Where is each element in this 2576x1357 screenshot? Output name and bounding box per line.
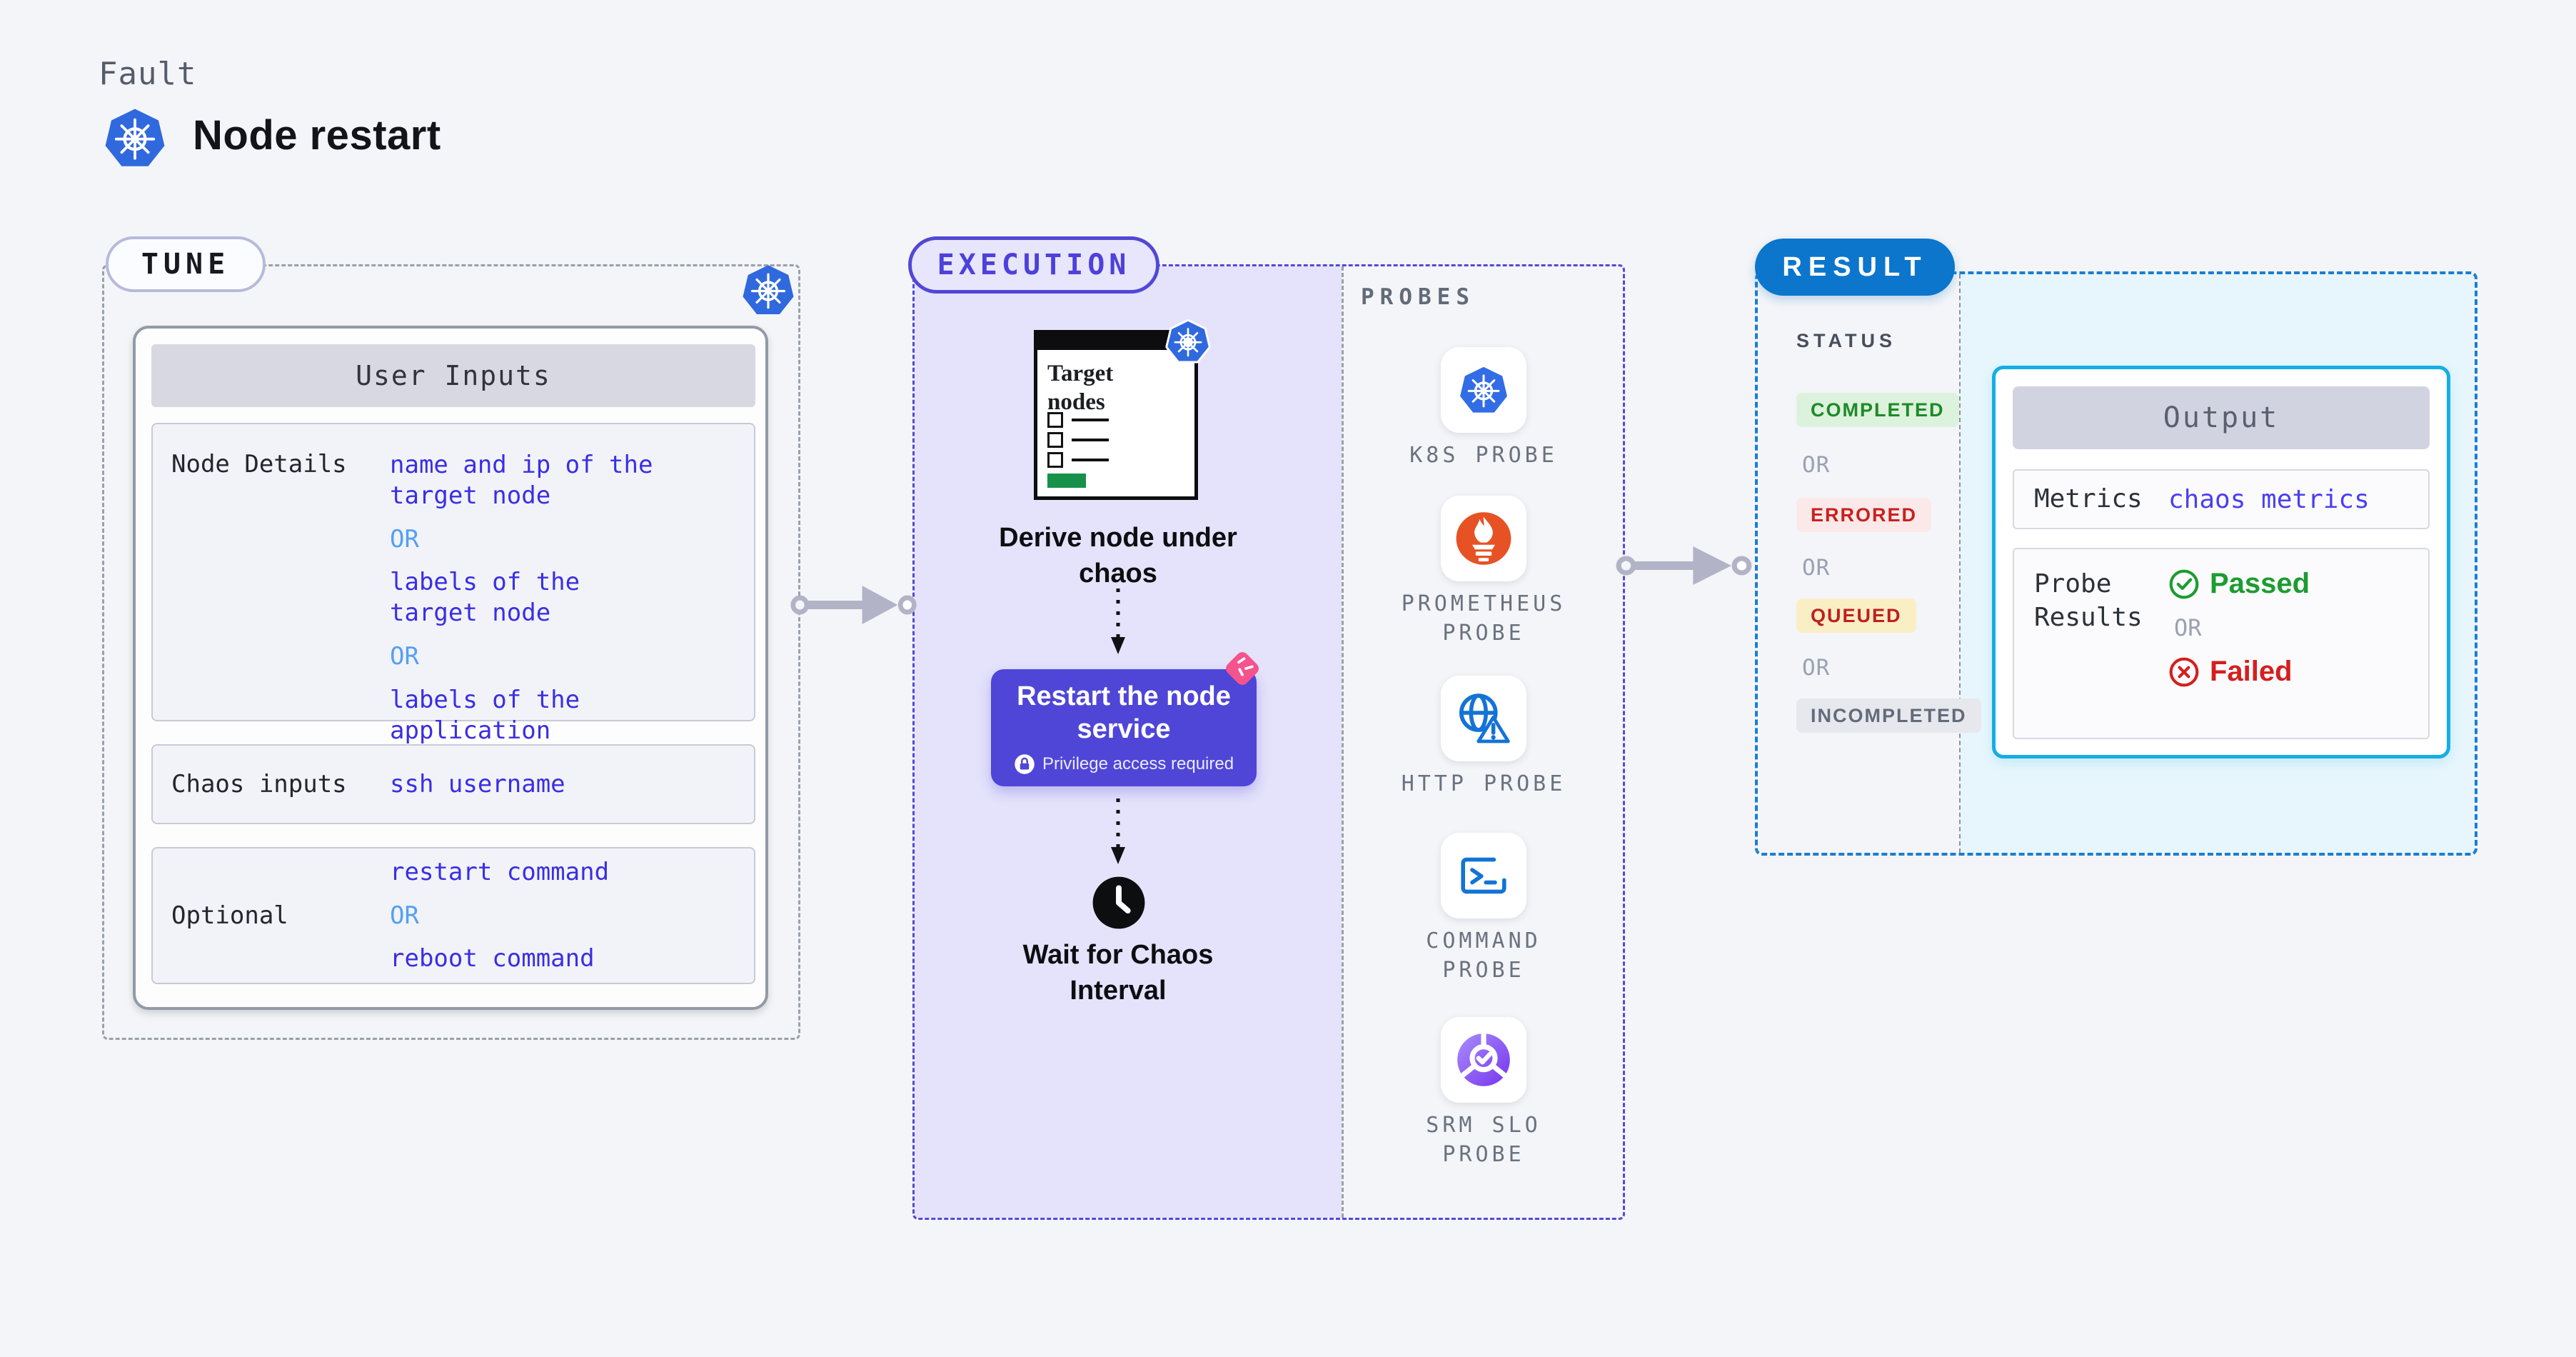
or-separator: OR xyxy=(390,524,419,554)
privilege-note: Privilege access required xyxy=(1042,753,1234,773)
page-title: Node restart xyxy=(193,112,441,159)
row-label: Node Details xyxy=(171,450,347,479)
check-circle-icon xyxy=(2168,569,2200,600)
execution-pill: EXECUTION xyxy=(908,236,1159,294)
command-probe-card xyxy=(1441,833,1526,918)
fault-eyebrow: Fault xyxy=(99,56,197,92)
srm-slo-probe-card xyxy=(1441,1017,1526,1103)
execution-section xyxy=(912,264,1625,1220)
chaos-metrics-link: chaos metrics xyxy=(2168,484,2370,514)
probe-label: COMMAND PROBE xyxy=(1426,928,1541,983)
execution-to-result-arrow xyxy=(1615,541,1755,591)
list-line xyxy=(1072,439,1109,441)
or-separator: OR xyxy=(2174,614,2202,641)
or-separator: OR xyxy=(390,901,419,930)
metrics-row: Metrics chaos metrics xyxy=(2013,469,2430,529)
status-output-divider xyxy=(1959,274,1961,853)
terminal-icon xyxy=(1455,847,1512,904)
probe-label: K8S PROBE xyxy=(1409,443,1558,468)
kubernetes-icon xyxy=(1456,362,1511,418)
probes-divider xyxy=(1342,266,1344,1218)
probe-label: PROMETHEUS PROBE xyxy=(1401,591,1566,646)
target-nodes-title: Target nodes xyxy=(1047,361,1114,416)
prometheus-icon xyxy=(1455,510,1512,567)
or-separator: OR xyxy=(1802,655,1831,681)
clock-icon xyxy=(1092,876,1146,930)
row-label: Metrics xyxy=(2034,484,2143,514)
probe-label: SRM SLO PROBE xyxy=(1426,1113,1541,1167)
target-nodes-card: Target nodes xyxy=(1034,330,1198,500)
flow-arrow-down-icon xyxy=(1109,587,1127,656)
kubernetes-icon xyxy=(1164,317,1212,366)
node-details-row: Node Details name and ip of the target n… xyxy=(151,423,755,776)
tune-to-execution-arrow xyxy=(790,580,920,630)
row-value: ssh username xyxy=(390,769,565,798)
kubernetes-icon xyxy=(738,260,798,320)
status-badge-queued: QUEUED xyxy=(1796,599,1916,633)
row-value: name and ip of the target node xyxy=(390,451,653,510)
x-circle-icon xyxy=(2168,656,2200,688)
kubernetes-icon xyxy=(100,103,170,173)
user-inputs-card: User Inputs Node Details name and ip of … xyxy=(133,326,768,1010)
checkbox xyxy=(1047,432,1063,448)
tune-pill: TUNE xyxy=(106,236,266,292)
probes-heading: PROBES xyxy=(1361,284,1475,310)
status-badge-errored: ERRORED xyxy=(1796,498,1932,532)
failed-label: Failed xyxy=(2210,656,2293,687)
user-inputs-header: User Inputs xyxy=(151,344,755,407)
status-badge-incompleted: INCOMPLETED xyxy=(1796,698,1981,733)
lock-icon xyxy=(1014,753,1035,775)
output-header: Output xyxy=(2013,386,2430,449)
http-globe-icon xyxy=(1455,690,1512,747)
or-separator: OR xyxy=(1802,452,1831,478)
tune-section xyxy=(102,264,800,1040)
wait-chaos-interval-step: Wait for Chaos Interval xyxy=(1022,940,1214,1006)
k8s-probe-card xyxy=(1441,347,1526,433)
passed-label: Passed xyxy=(2210,568,2310,599)
row-label: Probe Results xyxy=(2034,569,2143,632)
flow-arrow-down-icon xyxy=(1109,797,1127,866)
row-value: reboot command xyxy=(390,944,595,973)
restart-node-service-label: Restart the node service xyxy=(1017,681,1231,744)
status-heading: STATUS xyxy=(1796,330,1896,351)
or-separator: OR xyxy=(1802,555,1831,581)
result-section xyxy=(1755,271,2477,856)
list-line xyxy=(1072,459,1109,461)
list-line xyxy=(1072,419,1109,421)
chaos-inputs-row: Chaos inputs ssh username xyxy=(151,744,755,824)
progress-bar xyxy=(1047,474,1086,488)
restart-node-service-node: Restart the node service Privilege acces… xyxy=(991,669,1257,786)
prometheus-probe-card xyxy=(1441,496,1526,581)
row-label: Optional xyxy=(171,901,288,930)
result-pill: RESULT xyxy=(1755,239,1955,296)
or-separator: OR xyxy=(390,642,419,671)
checkbox xyxy=(1047,452,1063,468)
derive-node-step: Derive node under chaos xyxy=(999,523,1237,589)
checkbox xyxy=(1047,412,1063,428)
output-card: Output Metrics chaos metrics Probe Resul… xyxy=(1992,366,2450,758)
http-probe-card xyxy=(1441,676,1526,761)
row-value: labels of the target node xyxy=(390,568,580,628)
probe-label: HTTP PROBE xyxy=(1401,771,1566,796)
chaos-badge-icon xyxy=(1221,647,1264,690)
optional-row: Optional restart command OR reboot comma… xyxy=(151,847,755,984)
slo-gauge-icon xyxy=(1455,1031,1512,1088)
row-value: restart command xyxy=(390,857,610,886)
status-badge-completed: COMPLETED xyxy=(1796,393,1959,427)
probe-results-row: Probe Results Passed OR Failed xyxy=(2013,548,2430,739)
row-label: Chaos inputs xyxy=(171,770,347,798)
